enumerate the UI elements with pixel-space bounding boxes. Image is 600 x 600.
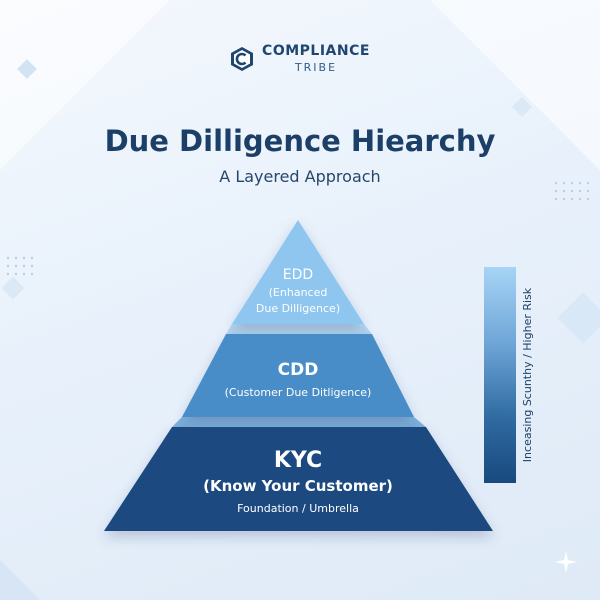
compliance-tribe-logo-icon (231, 46, 254, 71)
logo: COMPLIANCE TRIBE (0, 44, 600, 73)
risk-scale-label: Inceasing Scunthy / Higher Risk (521, 287, 534, 463)
pyramid-tier-kyc (104, 427, 493, 531)
pyramid-tier-cdd (182, 334, 414, 417)
kyc-title: KYC (274, 448, 322, 473)
cdd-description: (Customer Due Ditligence) (225, 386, 372, 399)
logo-name: COMPLIANCE (262, 43, 370, 59)
pyramid-tier-edd (232, 220, 364, 324)
kyc-note: Foundation / Umbrella (237, 502, 359, 515)
edd-description-line: (Enhanced (269, 286, 328, 299)
kyc-description: (Know Your Customer) (203, 477, 393, 495)
pyramid-connector (226, 324, 372, 334)
logo-subname: TRIBE (294, 61, 338, 74)
edd-description-line: Due Dilligence) (256, 302, 340, 315)
edd-title: EDD (283, 267, 313, 283)
page-title: Due Dilligence Hiearchy (104, 124, 496, 158)
page-subtitle: A Layered Approach (219, 167, 381, 186)
cdd-title: CDD (278, 360, 319, 380)
pyramid-connector (172, 417, 426, 427)
sparkle-icon (555, 551, 577, 573)
risk-scale-bar (484, 267, 516, 483)
